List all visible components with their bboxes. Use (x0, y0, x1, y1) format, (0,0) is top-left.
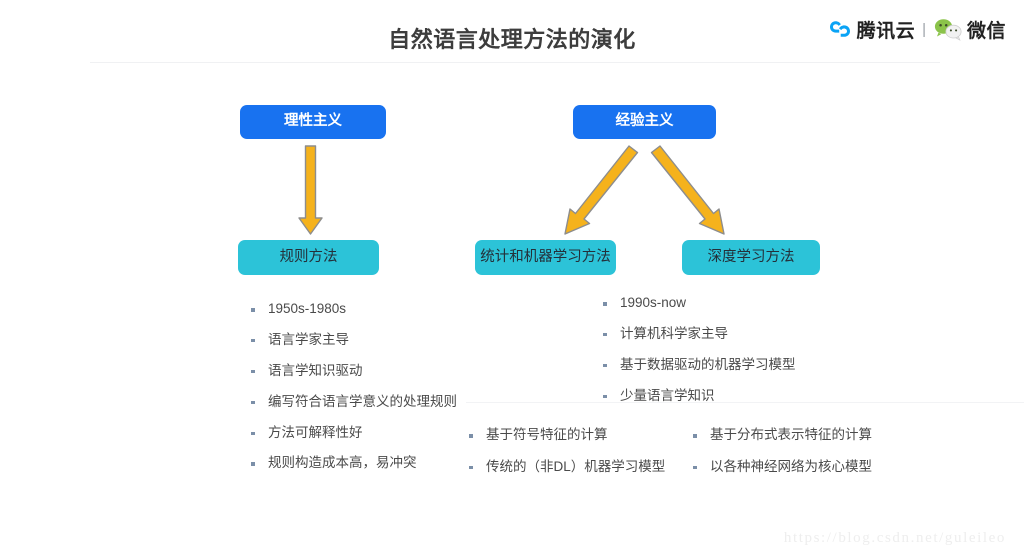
list-item: 计算机科学家主导 (600, 326, 880, 343)
list-rule-method: 1950s-1980s 语言学家主导语言学知识驱动编写符合语言学意义的处理规则方法… (248, 301, 528, 486)
list-item: 传统的（非DL）机器学习模型 (466, 459, 676, 476)
list-item: 基于符号特征的计算 (466, 427, 676, 444)
node-rule-method[interactable]: 规则方法 (238, 240, 379, 275)
wechat-icon (933, 17, 963, 41)
mid-divider (466, 402, 1024, 403)
watermark: https://blog.csdn.net/guleileo (783, 530, 1006, 546)
list-item: 方法可解释性好 (248, 425, 528, 442)
brand-wechat-label: 微信 (966, 20, 1006, 42)
page-title: 自然语言处理方法的演化 (388, 27, 636, 52)
arrow-rationalism-to-rule (298, 145, 323, 235)
header-divider (90, 62, 940, 63)
node-rationalism[interactable]: 理性主义 (240, 105, 386, 139)
node-statistical-ml-method[interactable]: 统计和机器学习方法 (475, 240, 616, 275)
list-item: 基于数据驱动的机器学习模型 (600, 357, 880, 374)
tencent-cloud-icon (827, 16, 853, 42)
list-item: 编写符合语言学意义的处理规则 (248, 394, 528, 411)
list-statistical-ml: 基于符号特征的计算传统的（非DL）机器学习模型 (466, 427, 676, 491)
list-item: 以各种神经网络为核心模型 (690, 459, 905, 476)
list-item: 语言学家主导 (248, 332, 528, 349)
list-item: 规则构造成本高，易冲突 (248, 455, 528, 472)
list-item: 基于分布式表示特征的计算 (690, 427, 905, 444)
arrow-empiricism-to-stat-ml (564, 145, 639, 235)
list-item: 1990s-now (600, 295, 880, 312)
list-item: 少量语言学知识 (600, 388, 880, 405)
node-deep-learning-method[interactable]: 深度学习方法 (682, 240, 820, 275)
brand-logo: 腾讯云 | 微信 (827, 14, 1006, 44)
list-empirical: 1990s-now 计算机科学家主导基于数据驱动的机器学习模型少量语言学知识 (600, 295, 880, 419)
brand-cloud-label: 腾讯云 (856, 20, 916, 42)
list-item: 1950s-1980s (248, 301, 528, 318)
arrow-empiricism-to-deep-learning (650, 145, 725, 235)
list-item: 语言学知识驱动 (248, 363, 528, 380)
brand-separator: | (922, 20, 926, 38)
list-deep-learning: 基于分布式表示特征的计算以各种神经网络为核心模型 (690, 427, 905, 491)
node-empiricism[interactable]: 经验主义 (573, 105, 716, 139)
